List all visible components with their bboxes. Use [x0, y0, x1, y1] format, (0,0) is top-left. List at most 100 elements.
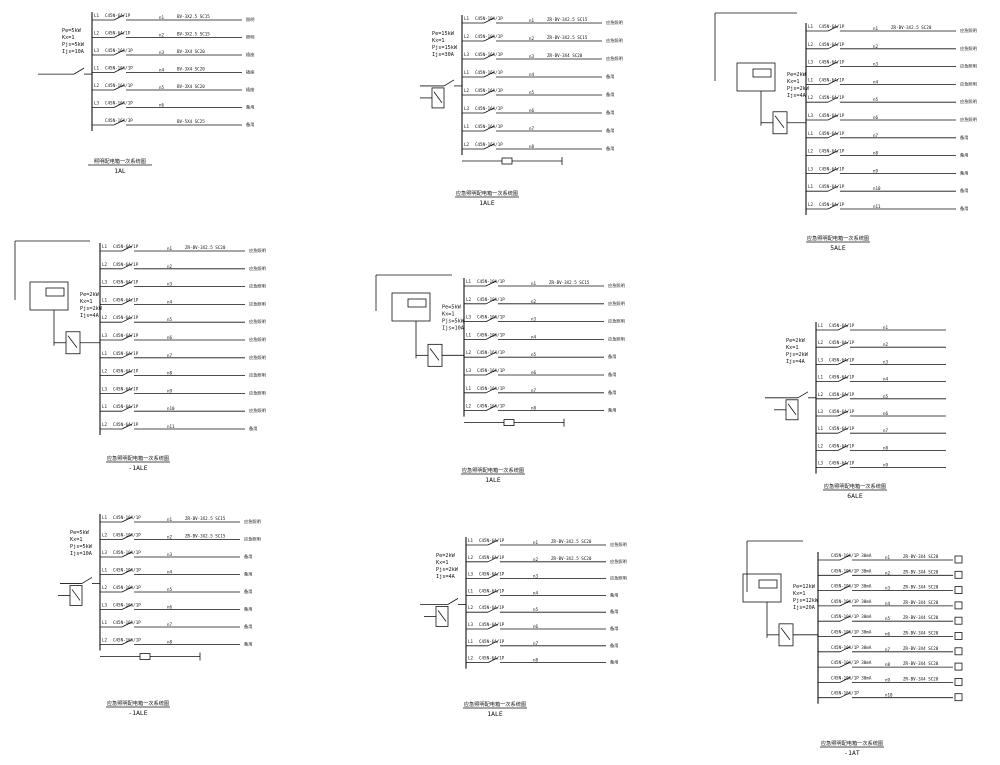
- meter-icon: [407, 298, 427, 308]
- breaker-label: C45N-6A/1P: [113, 297, 139, 302]
- load-name: 备用: [610, 642, 618, 649]
- breaker-contact-icon: [121, 551, 133, 558]
- breaker-label: C45N-10A/1P 30mA: [831, 599, 872, 604]
- circuit-number: n5: [533, 607, 539, 612]
- breaker-label: C45N-10A/1P: [113, 585, 141, 590]
- phase-label: L2: [102, 585, 108, 590]
- breaker-contact-icon: [487, 640, 499, 647]
- phase-label: L3: [818, 357, 824, 362]
- circuit-number: n4: [883, 377, 889, 382]
- circuit-number: n3: [883, 359, 889, 364]
- load-name: 应急照明: [960, 80, 977, 87]
- phase-label: L2: [468, 605, 474, 610]
- circuit-number: n1: [529, 18, 535, 23]
- main-switch-icon: [443, 79, 455, 87]
- breaker-label: C45N-16A/1P: [475, 106, 503, 111]
- breaker-contact-icon: [839, 677, 851, 683]
- circuit-number: n5: [159, 85, 165, 90]
- panel-name: 1ALE: [487, 710, 503, 718]
- load-param-3: Ijs=4A: [436, 574, 456, 580]
- load-name: 备用: [606, 91, 614, 98]
- breaker-label: C45N-6A/1P: [829, 392, 855, 397]
- breaker-contact-icon: [485, 351, 497, 358]
- circuit-number: n7: [167, 622, 173, 627]
- load-param-1: Kx=1: [786, 345, 799, 351]
- meter-icon: [752, 68, 772, 78]
- panel-name: 1AL: [114, 167, 126, 175]
- circuit-number: n5: [167, 587, 173, 592]
- breaker-contact-icon: [839, 631, 851, 637]
- spd-icon: [503, 419, 515, 427]
- circuit-number: n3: [529, 54, 535, 59]
- cable-spec: ZR-BV-3X4 SC20: [903, 615, 939, 620]
- load-name: 插座: [246, 51, 254, 58]
- cable-spec: ZR-BV-3X2.5 SC20: [551, 556, 592, 561]
- breaker-label: C45N-6A/1P: [829, 426, 855, 431]
- breaker-label: C45N-6A/1P: [829, 340, 855, 345]
- panel-name: 1ALE: [485, 476, 501, 484]
- load-name: 应急照明: [960, 98, 977, 105]
- load-name: 应急照明: [610, 558, 627, 565]
- load-name: 应急照明: [249, 318, 266, 325]
- breaker-label: C45N-6A/1P: [105, 13, 131, 18]
- load-name: 备用: [608, 407, 616, 414]
- load-name: 备用: [249, 425, 257, 432]
- breaker-label: C45N-6A/1P: [479, 588, 505, 593]
- load-name: 应急照明: [249, 407, 266, 414]
- load-name: 插座: [246, 69, 254, 76]
- load-name: 备用: [244, 571, 252, 578]
- load-name: 应急照明: [249, 300, 266, 307]
- breaker-label: C45N-10A/1P: [475, 16, 503, 21]
- phase-label: L2: [818, 340, 824, 345]
- circuit-number: n1: [533, 540, 539, 545]
- breaker-contact-icon: [121, 516, 133, 523]
- breaker-contact-icon: [485, 280, 497, 287]
- load-param-1: Kx=1: [70, 537, 83, 543]
- circuit-number: n6: [873, 115, 879, 120]
- breaker-contact-icon: [121, 388, 133, 394]
- cable-spec: ZR-BV-3X2.5 SC15: [547, 35, 588, 40]
- breaker-contact-icon: [121, 405, 133, 412]
- phase-label: L2: [102, 369, 108, 374]
- phase-label: L3: [818, 461, 824, 466]
- cable-spec: ZR-BV-3X2.5 SC15: [185, 534, 226, 539]
- load-name: 应急照明: [249, 283, 266, 290]
- phase-label: L3: [466, 368, 472, 373]
- load-param-3: Ijs=20A: [793, 605, 816, 611]
- cable-spec: ZR-BV-3X4 SC20: [903, 585, 939, 590]
- breaker-contact-icon: [485, 316, 497, 322]
- phase-label: L1: [102, 620, 108, 625]
- main-switch-icon: [81, 577, 93, 584]
- cable-spec: ZR-BV-3X4 SC20: [903, 661, 939, 666]
- load-name: 备用: [606, 127, 614, 134]
- breaker-label: C45N-6A/1P: [819, 42, 845, 47]
- load-name: 应急照明: [608, 282, 625, 289]
- breaker-label: C45N-16A/1P: [477, 368, 505, 373]
- load-param-3: Ijs=4A: [786, 359, 806, 365]
- breaker-contact-icon: [839, 615, 851, 622]
- breaker-contact-icon: [113, 49, 125, 56]
- breaker-label: C45N-10A/1P: [113, 533, 141, 538]
- breaker-contact-icon: [113, 67, 125, 73]
- breaker-label: C45N-6A/1P: [479, 622, 505, 627]
- circuit-number: n8: [167, 371, 173, 376]
- breaker-contact-icon: [121, 352, 133, 359]
- load-name: 备用: [606, 145, 614, 152]
- breaker-label: C45N-6A/1P: [479, 538, 505, 543]
- load-param-1: Kx=1: [436, 560, 449, 566]
